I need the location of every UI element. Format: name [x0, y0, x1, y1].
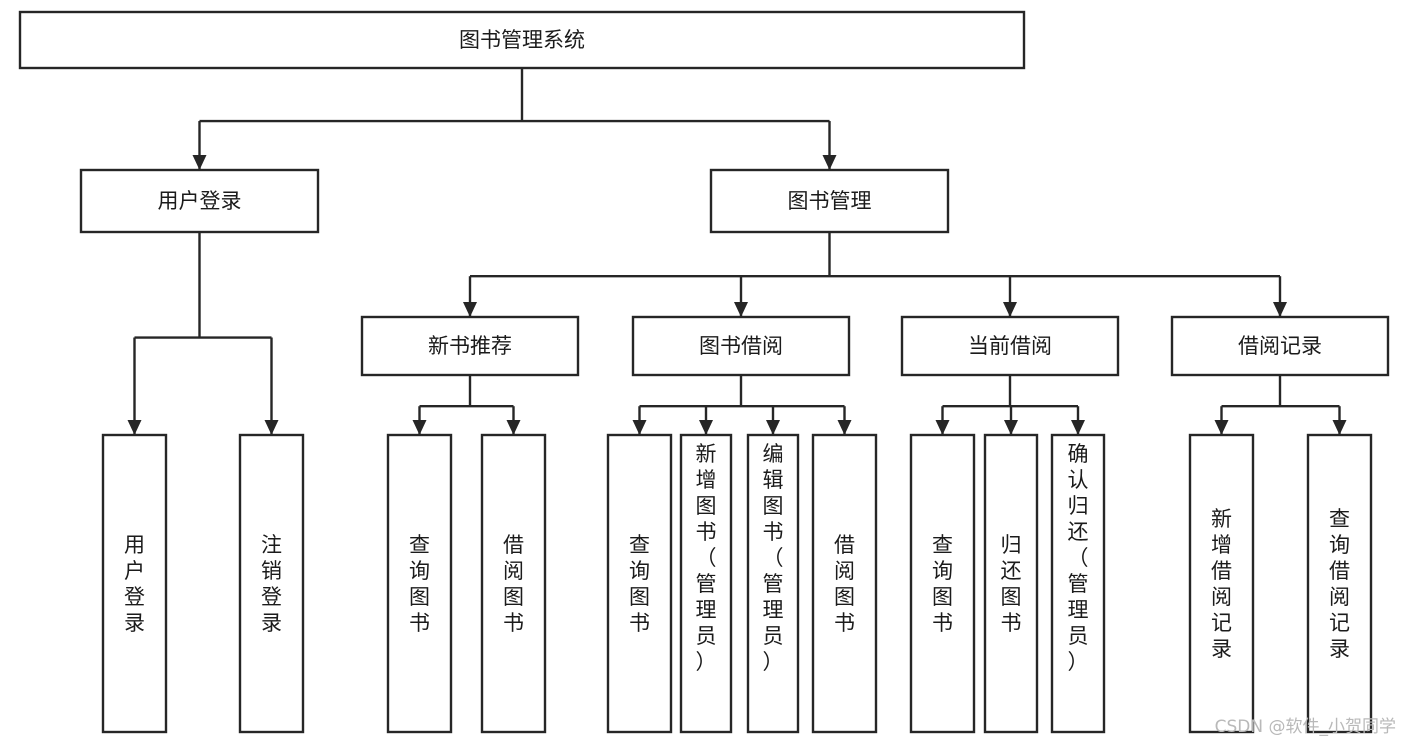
node-label-leaf-query-record: 查询借阅记录 [1329, 507, 1350, 661]
edge-layer [127, 68, 1347, 435]
edge-group-current-borrow [935, 375, 1085, 435]
arrow-head-icon [734, 302, 748, 317]
node-leaf-edit-book[interactable]: 编辑图书（管理员） [746, 433, 800, 734]
node-book-borrow[interactable]: 图书借阅 [631, 315, 851, 377]
node-label-leaf-logout: 注销登录 [261, 533, 282, 635]
node-leaf-borrow-book-2[interactable]: 借阅图书 [811, 433, 878, 734]
node-label-new-book-rec: 新书推荐 [428, 334, 512, 358]
node-leaf-user-login[interactable]: 用户登录 [101, 433, 168, 734]
arrow-head-icon [264, 420, 279, 435]
node-layer: 图书管理系统用户登录图书管理新书推荐图书借阅当前借阅借阅记录用户登录注销登录查询… [18, 10, 1390, 734]
node-box-leaf-return-book [983, 433, 1039, 734]
node-label-leaf-user-login: 用户登录 [124, 533, 145, 635]
node-box-leaf-query-book-3 [909, 433, 976, 734]
node-box-leaf-query-book-1 [386, 433, 453, 734]
node-box-leaf-user-login [101, 433, 168, 734]
node-label-leaf-add-record: 新增借阅记录 [1211, 507, 1232, 661]
node-box-leaf-borrow-book-1 [480, 433, 547, 734]
node-label-user-login: 用户登录 [158, 189, 242, 213]
node-label-book-mgmt: 图书管理 [788, 189, 872, 213]
node-new-book-rec[interactable]: 新书推荐 [360, 315, 580, 377]
node-box-book-mgmt [709, 168, 950, 234]
edge-group-new-book-rec [412, 375, 521, 435]
node-box-root [18, 10, 1026, 70]
node-box-leaf-borrow-book-2 [811, 433, 878, 734]
node-box-user-login [79, 168, 320, 234]
arrow-head-icon [935, 420, 950, 435]
node-leaf-confirm-return[interactable]: 确认归还（管理员） [1050, 433, 1106, 734]
node-leaf-logout[interactable]: 注销登录 [238, 433, 305, 734]
arrow-head-icon [1071, 420, 1085, 435]
node-box-leaf-confirm-return [1050, 433, 1106, 734]
node-leaf-add-book[interactable]: 新增图书（管理员） [679, 433, 733, 734]
node-box-leaf-edit-book [746, 433, 800, 734]
edge-group-borrow-record [1214, 375, 1347, 435]
arrow-head-icon [632, 420, 647, 435]
arrow-head-icon [192, 155, 207, 170]
node-box-leaf-add-book [679, 433, 733, 734]
node-book-mgmt[interactable]: 图书管理 [709, 168, 950, 234]
node-leaf-query-book-1[interactable]: 查询图书 [386, 433, 453, 734]
arrow-head-icon [837, 420, 852, 435]
arrow-head-icon [463, 302, 477, 317]
arrow-head-icon [1214, 420, 1229, 435]
node-leaf-query-book-2[interactable]: 查询图书 [606, 433, 673, 734]
node-label-borrow-record: 借阅记录 [1238, 334, 1322, 358]
node-label-root: 图书管理系统 [459, 28, 585, 52]
node-label-leaf-add-book: 新增图书（管理员） [696, 442, 717, 674]
node-label-book-borrow: 图书借阅 [699, 334, 783, 358]
arrow-head-icon [1004, 420, 1018, 435]
arrow-head-icon [1273, 302, 1287, 317]
node-box-book-borrow [631, 315, 851, 377]
node-leaf-query-book-3[interactable]: 查询图书 [909, 433, 976, 734]
arrow-head-icon [1332, 420, 1347, 435]
node-label-leaf-borrow-book-1: 借阅图书 [503, 533, 524, 635]
node-leaf-add-record[interactable]: 新增借阅记录 [1188, 433, 1255, 734]
node-leaf-query-record[interactable]: 查询借阅记录 [1306, 433, 1373, 734]
node-box-leaf-add-record [1188, 433, 1255, 734]
arrow-head-icon [1003, 302, 1017, 317]
arrow-head-icon [506, 420, 521, 435]
arrow-head-icon [412, 420, 427, 435]
node-box-leaf-logout [238, 433, 305, 734]
node-box-new-book-rec [360, 315, 580, 377]
node-borrow-record[interactable]: 借阅记录 [1170, 315, 1390, 377]
node-label-leaf-return-book: 归还图书 [1001, 533, 1022, 635]
node-box-current-borrow [900, 315, 1120, 377]
edge-group-book-mgmt [463, 232, 1287, 317]
node-label-leaf-query-book-1: 查询图书 [409, 533, 430, 635]
node-label-leaf-confirm-return: 确认归还（管理员） [1068, 442, 1089, 674]
arrow-head-icon [699, 420, 713, 435]
node-leaf-borrow-book-1[interactable]: 借阅图书 [480, 433, 547, 734]
node-root[interactable]: 图书管理系统 [18, 10, 1026, 70]
edge-group-book-borrow [632, 375, 852, 435]
node-box-leaf-query-book-2 [606, 433, 673, 734]
node-box-leaf-query-record [1306, 433, 1373, 734]
node-label-leaf-edit-book: 编辑图书（管理员） [763, 442, 784, 674]
arrow-head-icon [766, 420, 780, 435]
node-user-login[interactable]: 用户登录 [79, 168, 320, 234]
edge-group-root [192, 68, 837, 170]
arrow-head-icon [822, 155, 837, 170]
csdn-watermark: CSDN @软件_小贺同学 [1215, 717, 1396, 737]
node-label-leaf-query-book-3: 查询图书 [932, 533, 953, 635]
node-label-leaf-query-book-2: 查询图书 [629, 533, 650, 635]
edge-group-user-login [127, 232, 279, 435]
node-leaf-return-book[interactable]: 归还图书 [983, 433, 1039, 734]
node-label-leaf-borrow-book-2: 借阅图书 [834, 533, 855, 635]
arrow-head-icon [127, 420, 142, 435]
node-current-borrow[interactable]: 当前借阅 [900, 315, 1120, 377]
node-label-current-borrow: 当前借阅 [968, 334, 1052, 358]
node-box-borrow-record [1170, 315, 1390, 377]
